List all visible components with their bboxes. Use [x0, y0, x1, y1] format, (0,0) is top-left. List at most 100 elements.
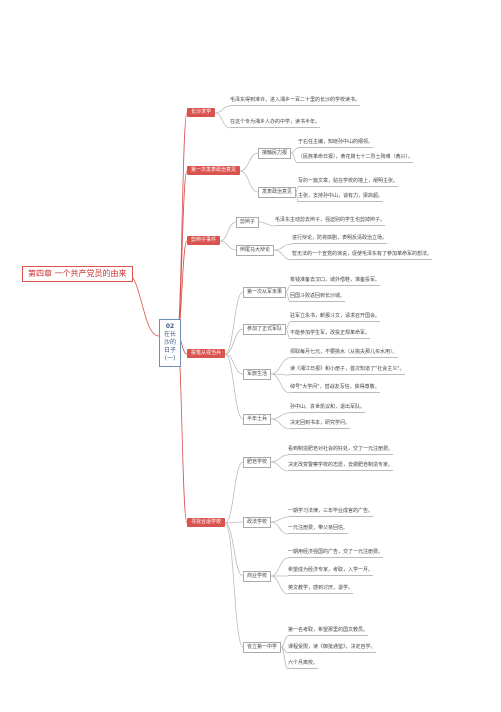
leaf-underline [288, 516, 374, 517]
connector [258, 221, 276, 227]
connector [270, 357, 291, 375]
leaf-underline [290, 428, 351, 429]
leaf-e-3-1[interactable]: 课程受限，读《御批通鉴》，决定自学。 [288, 645, 376, 653]
leaf-text: 一期学习法律，三年毕业成官的广告。 [288, 508, 374, 514]
leaf-underline [290, 301, 346, 302]
subtopic-e-2[interactable]: 商业学校 [243, 571, 272, 582]
connector [270, 461, 289, 472]
connector [219, 221, 237, 242]
connector [270, 373, 291, 394]
subtopic-d-3[interactable]: 半年士兵 [243, 414, 272, 425]
branch-d[interactable]: 投笔从戎当兵 [187, 349, 226, 358]
connector [214, 112, 231, 129]
leaf-d-0-1[interactable]: 回国斗败返回到长沙城。 [290, 293, 346, 302]
leaf-c-1-0[interactable]: 进行辩论，防将搞剧，表明反清政治立场。 [292, 236, 388, 244]
leaf-underline [290, 338, 371, 339]
connector [285, 285, 291, 293]
connector [285, 321, 291, 330]
leaf-underline [292, 259, 433, 260]
leaf-underline [290, 392, 380, 393]
subtopic-d-2[interactable]: 军旅生活 [243, 369, 272, 380]
branch-c[interactable]: 剪辫子事件 [187, 236, 221, 245]
leaf-text: 课程受限，读《御批通鉴》，决定自学。 [288, 644, 376, 650]
leaf-underline [275, 225, 386, 226]
leaf-underline [290, 412, 366, 413]
central-topic[interactable]: 02 在长沙的日子(一) [159, 319, 181, 368]
subtopic-d-0[interactable]: 第一次从军未果 [243, 287, 287, 298]
leaf-d-2-1[interactable]: 读《湘江日报》和小册子，首次知道了"社会主义"。 [290, 367, 405, 375]
leaf-text: 于右任主编，知晓孙中山的纲领。 [298, 139, 374, 145]
leaf-e-2-0[interactable]: 一期用经济强国的广告，交了一元注册费。 [288, 550, 384, 558]
leaf-d-3-0[interactable]: 孙中山、袁世凯议和，退出军队。 [290, 404, 366, 413]
subtopic-c-1[interactable]: 辫尾马大辩论 [236, 245, 275, 256]
connector [270, 516, 289, 523]
leaf-e-0-1[interactable]: 决定改变警察学校的志愿，去做肥皂制造专家。 [288, 463, 394, 471]
leaf-underline [298, 162, 414, 163]
leaf-d-1-0[interactable]: 驻军立永书，断报斗文，请求召开国会。 [290, 314, 381, 322]
leaf-text: 回国斗败返回到长沙城。 [290, 293, 346, 299]
leaf-a-1[interactable]: 在这个专为湘乡人办的中学，读书半年。 [230, 119, 321, 128]
leaf-text: 绰号"大学问"，替战友写信，获得尊敬。 [290, 384, 380, 390]
leaf-underline [290, 374, 405, 375]
leaf-b-0-0[interactable]: 于右任主编，知晓孙中山的纲领。 [298, 139, 374, 148]
leaf-underline [298, 201, 384, 202]
leaf-c-1-1[interactable]: 暂无法的一个宣党的演说，促使毛泽东有了参加革命军的想法。 [292, 251, 433, 260]
leaf-d-2-0[interactable]: 领取每月七元，不要挑水（从挑夫那儿买水用）。 [290, 350, 398, 358]
leaf-e-2-2[interactable]: 英文教学，感到讨厌，退学。 [288, 585, 354, 594]
leaf-text: 领取每月七元，不要挑水（从挑夫那儿买水用）。 [290, 349, 398, 355]
subtopic-b-1[interactable]: 发表政治意见 [258, 187, 297, 198]
connector [290, 147, 299, 154]
leaf-underline [288, 652, 376, 653]
leaf-b-1-1[interactable]: 主张，支持孙中山，谈有力，梁启超。 [298, 193, 384, 202]
leaf-e-3-2[interactable]: 六个月离校。 [288, 661, 319, 669]
branch-a[interactable]: 长沙求学 [187, 108, 216, 117]
subtopic-e-1[interactable]: 政法学校 [243, 517, 272, 528]
subtopic-e-3[interactable]: 省立第一中学 [243, 642, 282, 653]
leaf-underline [288, 557, 384, 558]
connector [176, 170, 188, 337]
leaf-e-2-1[interactable]: 希望成为经济专家，考取，入学一月。 [288, 567, 374, 576]
root-topic[interactable]: 第四章 一个共产党员的由来 [22, 266, 133, 282]
leaf-b-0-1[interactable]: （民族革命日报），黄花岗七十二烈士殉难（黄兴）。 [298, 155, 414, 163]
leaf-d-3-1[interactable]: 决定回到书本，研究学问。 [290, 421, 351, 429]
connector [239, 152, 259, 172]
leaf-d-0-0[interactable]: 筹钱准备去汉口，城外借鞋，准备投军。 [290, 277, 381, 286]
subtopic-e-0[interactable]: 肥皂学校 [243, 457, 272, 468]
leaf-underline [288, 470, 394, 471]
leaf-e-3-0[interactable]: 第一名考取，希望那里的国文教员。 [288, 628, 369, 636]
leaf-e-1-0[interactable]: 一期学习法律，三年毕业成官的广告。 [288, 508, 374, 517]
connector [224, 353, 244, 420]
leaf-text: 希望成为经济专家，考取，入学一月。 [288, 567, 374, 573]
leaf-text: 孙中山、袁世凯议和，退出军队。 [290, 404, 366, 410]
leaf-e-1-1[interactable]: 一元注册费，带父亲回信。 [288, 526, 349, 534]
leaf-text: 暂无法的一个宣党的演说，促使毛泽东有了参加革命军的想法。 [292, 251, 433, 257]
leaf-d-1-1[interactable]: 不能参加学生军，改投正规革命军。 [290, 331, 371, 339]
leaf-a-0[interactable]: 毛泽东得到准许，进入湘乡一百二十里的长沙的学校读书。 [230, 98, 361, 106]
leaf-e-0-0[interactable]: 看到制造肥皂对社会的好处，交了一元注册费。 [288, 446, 394, 455]
leaf-text: 英文教学，感到讨厌，退学。 [288, 585, 354, 591]
leaf-c-0-0[interactable]: 毛泽东主动剪去辫子，强迫别的学生也剪掉辫子。 [275, 218, 386, 226]
leaf-b-1-0[interactable]: 写的一篇文章，贴在学校的墙上，阐明主张。 [298, 179, 399, 187]
leaf-text: 筹钱准备去汉口，城外借鞋，准备投军。 [290, 277, 381, 283]
branch-e[interactable]: 寻找合适学校 [187, 518, 226, 527]
connector [270, 557, 289, 577]
connector [295, 186, 299, 193]
branch-b[interactable]: 第一次发表政治意见 [187, 166, 241, 175]
connector [224, 461, 244, 524]
leaf-d-2-2[interactable]: 绰号"大学问"，替战友写信，获得尊敬。 [290, 385, 380, 393]
subtopic-c-0[interactable]: 剪辫子 [236, 217, 260, 228]
central-topic-number: 02 [165, 323, 175, 330]
leaf-underline [230, 105, 361, 106]
leaf-text: 主张，支持孙中山，谈有力，梁启超。 [298, 193, 384, 199]
subtopic-b-0[interactable]: 接触民力报 [258, 148, 292, 159]
connector [280, 635, 289, 648]
leaf-underline [298, 186, 399, 187]
subtopic-d-1[interactable]: 参加了正式军队 [243, 324, 287, 335]
leaf-text: 看到制造肥皂对社会的好处，交了一元注册费。 [288, 446, 394, 452]
leaf-underline [290, 357, 398, 358]
leaf-underline [290, 321, 381, 322]
connector [224, 522, 244, 577]
leaf-text: 在这个专为湘乡人办的中学，读书半年。 [230, 119, 321, 125]
leaf-underline [288, 454, 394, 455]
connector [270, 521, 289, 535]
